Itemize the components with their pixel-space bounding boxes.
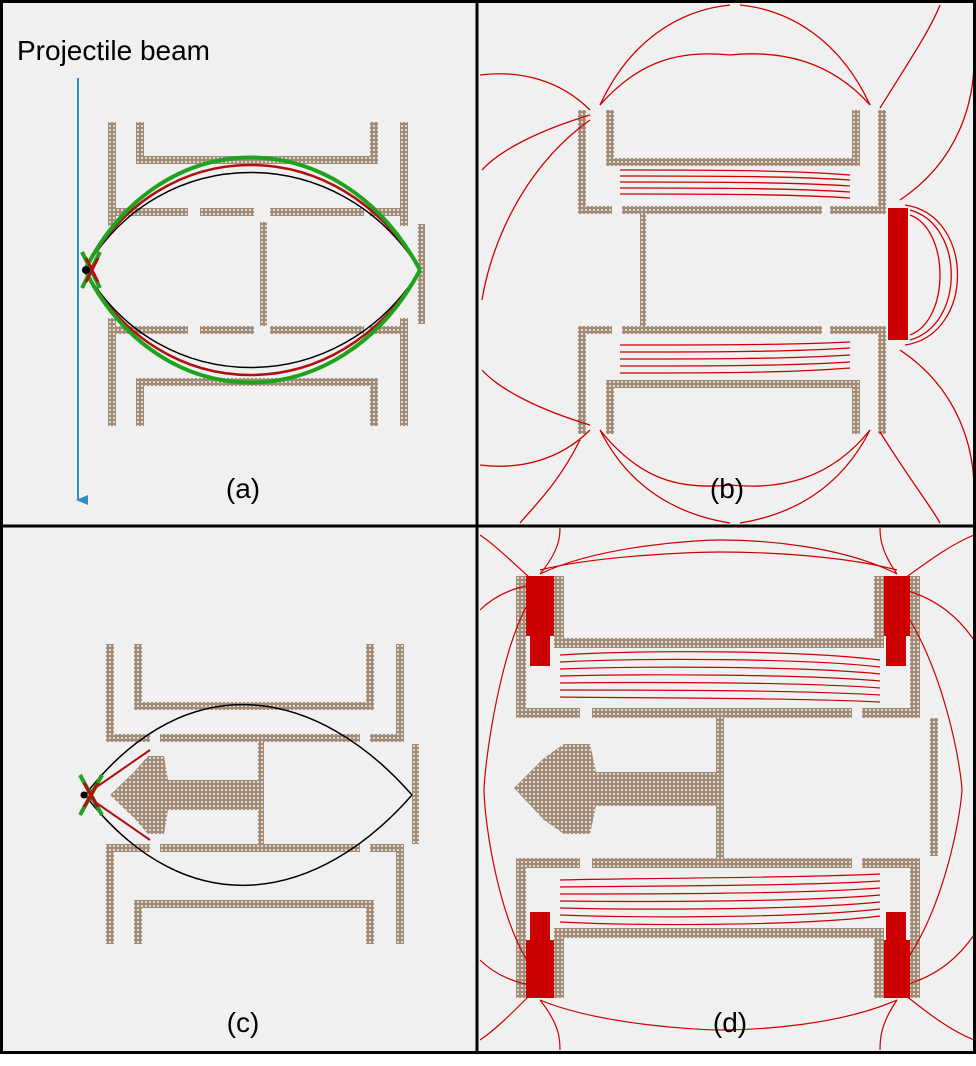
panel-d-equipotentials — [479, 527, 975, 1051]
panel-a-label: (a) — [226, 473, 260, 504]
panel-c-label: (c) — [227, 1007, 260, 1038]
panel-a: Projectile beam (a) — [2, 2, 476, 525]
panel-c-electrodes — [106, 644, 419, 944]
panel-d-electrodes — [514, 576, 938, 998]
panel-b-label: (b) — [710, 473, 744, 504]
panel-b-equipotentials — [479, 4, 975, 524]
panel-a-background — [2, 2, 476, 525]
panel-d: (d) — [478, 527, 975, 1052]
panel-a-trajectories — [80, 155, 422, 385]
panel-b-electrodes — [578, 110, 886, 434]
projectile-beam-label: Projectile beam — [17, 35, 210, 66]
panel-d-label: (d) — [713, 1007, 747, 1038]
panel-c: (c) — [2, 527, 476, 1052]
panel-b-active-electrode — [888, 208, 908, 340]
panel-c-trajectories — [78, 703, 413, 887]
panel-d-charged-regions — [526, 576, 910, 998]
panel-b: (b) — [478, 2, 975, 525]
